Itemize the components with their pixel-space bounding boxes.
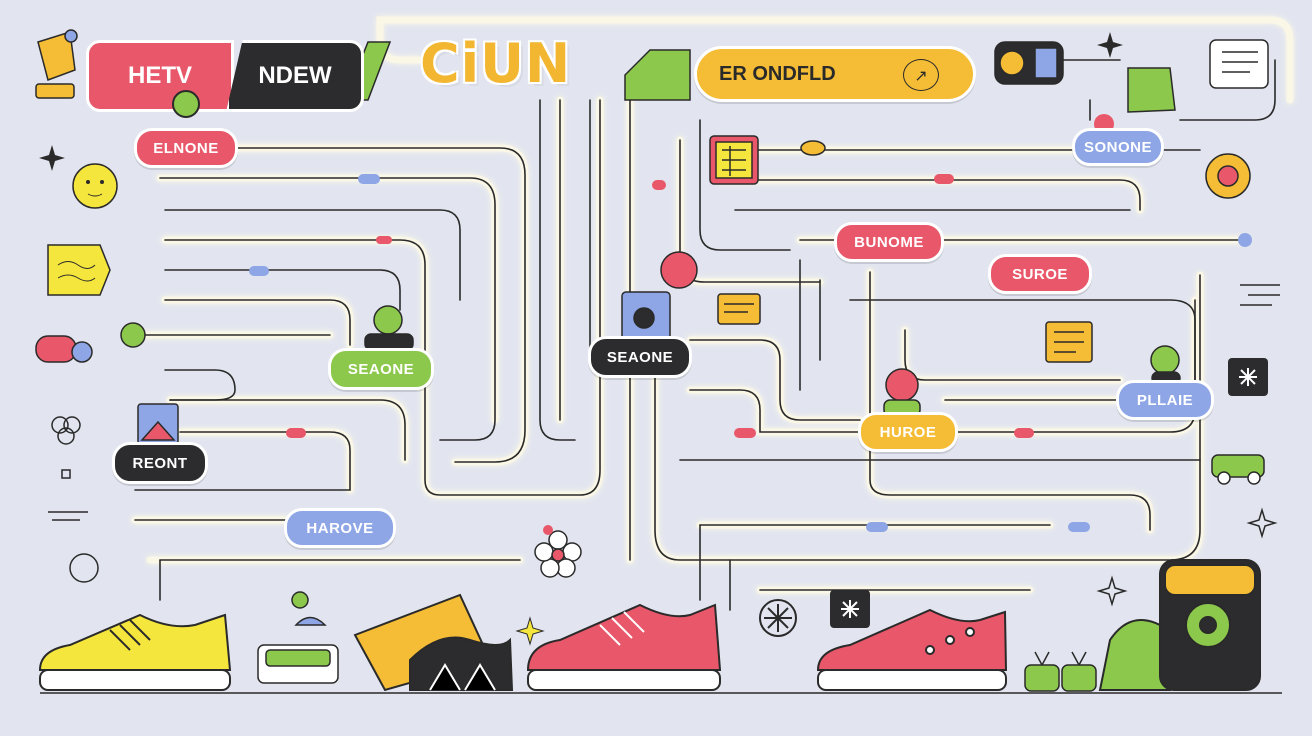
star-box-icon xyxy=(1228,358,1268,396)
card-icon xyxy=(717,293,761,325)
node-harove-label: HAROVE xyxy=(306,519,374,537)
lamp-icon xyxy=(35,29,78,99)
header-tab-right[interactable]: NDEW xyxy=(226,40,364,112)
search-bar[interactable]: ER ONDFLD ↗ xyxy=(694,46,976,102)
node-suroe[interactable]: SUROE xyxy=(988,254,1092,294)
node-reont-label: REONT xyxy=(132,454,188,472)
node-huroe-label: HUROE xyxy=(879,423,937,441)
sparkle-icon xyxy=(1097,32,1123,58)
node-suroe-label: SUROE xyxy=(1012,265,1068,283)
asterisk-icon xyxy=(759,599,797,637)
grid-note-icon xyxy=(709,135,759,185)
small-pill-marker xyxy=(376,236,392,244)
header-tab-left[interactable]: HETV xyxy=(86,40,234,112)
document-list-icon xyxy=(1045,321,1093,363)
brand-logo: CiUN xyxy=(420,32,572,95)
sneaker-red-icon xyxy=(526,603,722,691)
sneaker-red-right-icon xyxy=(816,608,1008,691)
tape-icon xyxy=(994,41,1064,85)
flower-icon xyxy=(534,530,582,578)
menu-lines-icon xyxy=(1240,284,1280,306)
folder-icon xyxy=(1127,67,1176,113)
node-elnone-label: ELNONE xyxy=(153,139,219,157)
node-pllaie-label: PLLAIE xyxy=(1136,391,1194,409)
arrow-up-right-icon[interactable]: ↗ xyxy=(903,59,939,91)
node-seaone-dark-label: SEAONE xyxy=(606,348,674,366)
node-huroe[interactable]: HUROE xyxy=(858,412,958,452)
node-seaone-green-label: SEAONE xyxy=(347,360,415,378)
node-seaone-green[interactable]: SEAONE xyxy=(328,348,434,390)
star-box-icon-2 xyxy=(830,590,870,628)
node-harove[interactable]: HAROVE xyxy=(284,508,396,548)
search-bar-text: ER ONDFLD xyxy=(719,62,836,85)
gear-icon xyxy=(1205,153,1251,199)
top-right-doc-icon xyxy=(1209,39,1269,89)
chat-bubble-icon xyxy=(172,90,200,118)
sneaker-yellow-icon xyxy=(38,613,232,691)
phone-card-icon xyxy=(621,251,698,345)
smiley-icon xyxy=(72,163,118,209)
sticky-note-icon xyxy=(47,244,111,296)
node-reont[interactable]: REONT xyxy=(112,442,208,484)
green-card-icon xyxy=(624,49,691,101)
speech-bubble-icon xyxy=(35,335,93,363)
header-tab-left-label: HETV xyxy=(127,62,192,89)
framed-picture-icon xyxy=(137,403,179,445)
node-bunome-label: BUNOME xyxy=(854,233,924,251)
bag-yellow-icon xyxy=(353,593,514,692)
node-sonone[interactable]: SONONE xyxy=(1072,128,1164,166)
flower-outline-icon xyxy=(48,416,99,583)
node-seaone-dark[interactable]: SEAONE xyxy=(588,336,692,378)
sprouts-icon xyxy=(1024,651,1097,692)
node-pllaie[interactable]: PLLAIE xyxy=(1116,380,1214,420)
backpack-icon xyxy=(1098,559,1261,691)
clover-icon xyxy=(120,322,146,348)
header-tab-right-label: NDEW xyxy=(258,62,332,89)
car-icon xyxy=(1211,454,1265,485)
sparkle-icon xyxy=(39,145,65,171)
node-elnone[interactable]: ELNONE xyxy=(134,128,238,168)
node-sonone-label: SONONE xyxy=(1083,138,1152,156)
plant-icon xyxy=(257,591,339,684)
node-bunome[interactable]: BUNOME xyxy=(834,222,944,262)
